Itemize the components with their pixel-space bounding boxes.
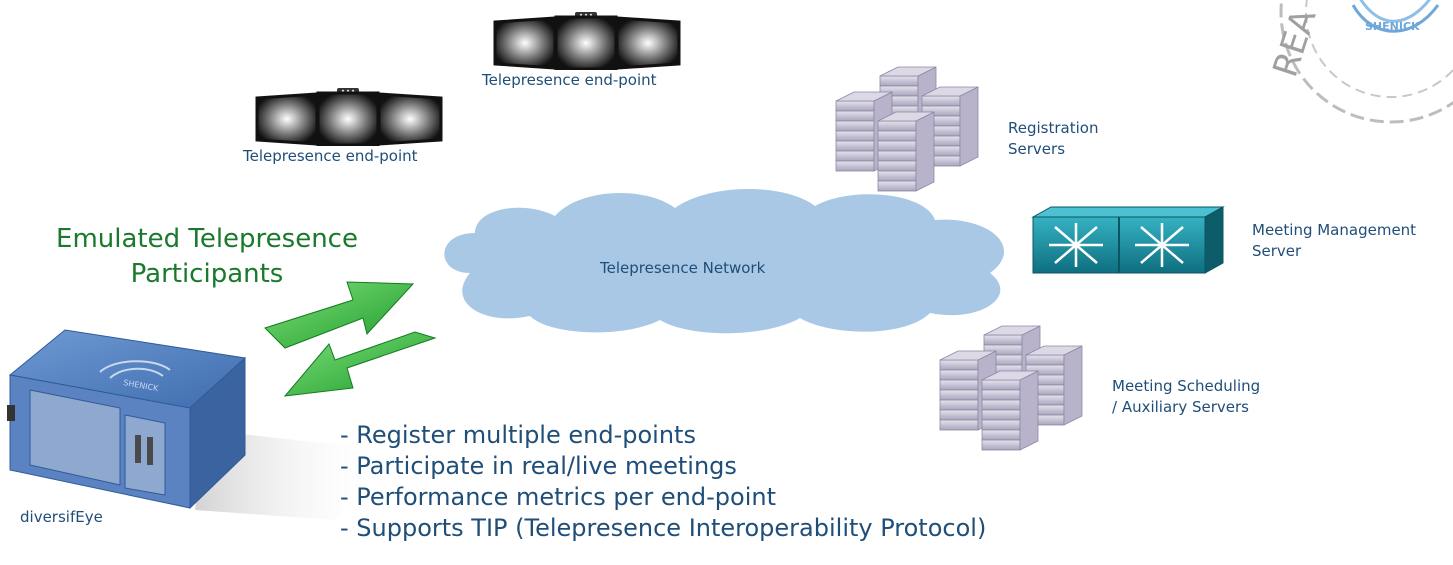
registration-label-line1: Registration xyxy=(1008,119,1099,137)
bidirectional-arrows xyxy=(255,278,445,403)
list-item: - Supports TIP (Telepresence Interoperab… xyxy=(340,514,987,542)
meeting-management-label: Meeting Management Server xyxy=(1252,220,1416,262)
stamp-logo-text: SHENICK xyxy=(1365,20,1420,33)
telepresence-screens-icon xyxy=(255,88,443,146)
meeting-mgmt-label-line1: Meeting Management xyxy=(1252,221,1417,239)
scheduling-label-line1: Meeting Scheduling xyxy=(1112,377,1261,395)
registration-label-line2: Servers xyxy=(1008,140,1066,158)
scheduling-servers-label: Meeting Scheduling / Auxiliary Servers xyxy=(1112,376,1260,418)
shenick-stamp: SHENICK REA xyxy=(1253,0,1453,135)
meeting-management-server xyxy=(1025,205,1225,275)
list-item: - Register multiple end-points xyxy=(340,421,696,449)
stamp-logo-icon: SHENICK REA xyxy=(1265,0,1453,124)
telepresence-screens-icon xyxy=(493,12,681,70)
scheduling-auxiliary-servers xyxy=(938,325,1098,455)
endpoint-label-top: Telepresence end-point xyxy=(482,71,657,89)
switch-icon xyxy=(1031,206,1225,274)
list-item: - Performance metrics per end-point xyxy=(340,483,776,511)
double-arrow-icon xyxy=(264,281,437,397)
registration-servers-label: Registration Servers xyxy=(1008,118,1098,160)
telepresence-endpoint-top xyxy=(493,12,683,70)
emulated-title-line1: Emulated Telepresence xyxy=(56,224,358,254)
meeting-mgmt-label-line2: Server xyxy=(1252,242,1302,260)
endpoint-label-left: Telepresence end-point xyxy=(243,147,418,165)
diversifeye-appliance-icon: SHENICK xyxy=(7,329,385,520)
network-label: Telepresence Network xyxy=(600,259,766,277)
device-label: diversifEye xyxy=(20,508,103,526)
server-cluster-icon xyxy=(835,66,979,192)
stamp-text: REA xyxy=(1265,4,1324,81)
registration-servers xyxy=(832,66,1007,196)
telepresence-network-cloud xyxy=(430,178,1030,338)
emulated-title-line2: Participants xyxy=(130,259,284,289)
emulated-participants-title: Emulated Telepresence Participants xyxy=(12,222,402,292)
diversifeye-device: SHENICK xyxy=(5,320,385,520)
scheduling-label-line2: / Auxiliary Servers xyxy=(1112,398,1249,416)
server-cluster-icon xyxy=(939,325,1083,451)
list-item: - Participate in real/live meetings xyxy=(340,452,737,480)
cloud-icon xyxy=(444,188,1005,334)
telepresence-endpoint-left xyxy=(255,88,445,146)
feature-list: - Register multiple end-points - Partici… xyxy=(340,420,986,544)
